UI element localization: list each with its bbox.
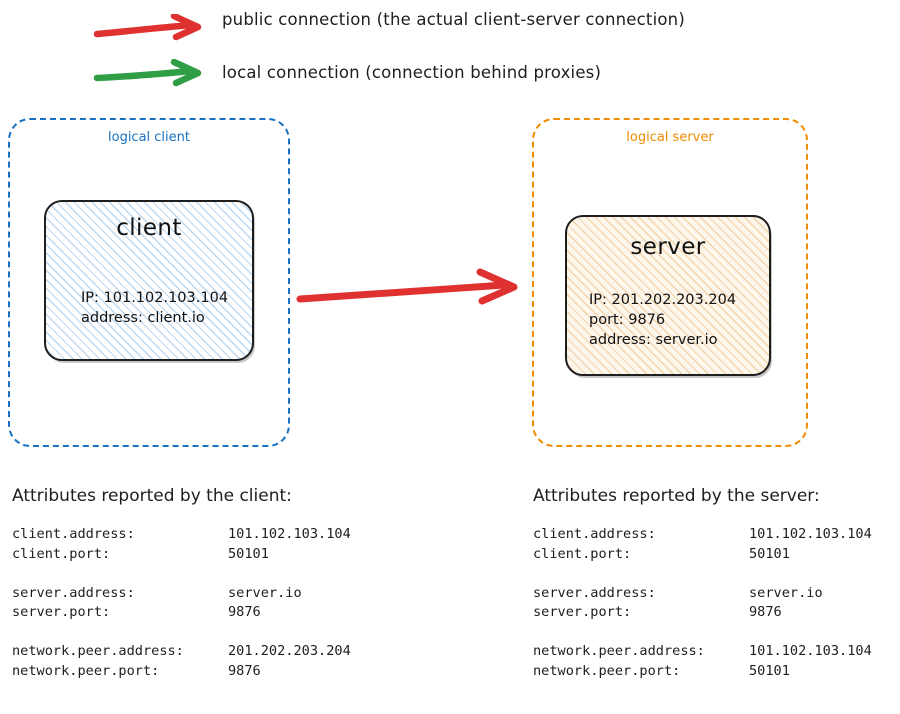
server-node[interactable]: server IP: 201.202.203.204 port: 9876 ad… [565,215,771,376]
attribute-key: client.address: [12,526,135,542]
attribute-group-spacer [12,564,351,584]
attribute-row: server.port: 9876 [12,603,351,623]
attribute-value: 9876 [228,662,261,679]
attribute-row: server.address: server.io [12,584,351,604]
attribute-row: client.port: 50101 [12,545,351,565]
public-connection-arrow-icon [292,262,532,326]
attribute-key: network.peer.port: [533,662,681,679]
client-node-details: IP: 101.102.103.104 address: client.io [81,290,229,326]
attribute-key: client.port: [12,545,111,562]
attribute-key: server.port: [12,604,111,620]
server-node-title: server [630,234,706,260]
logical-server-label: logical server [626,130,714,145]
attribute-row: network.peer.port: 9876 [12,662,351,682]
attribute-key: network.peer.address: [12,643,184,659]
attribute-value: 50101 [228,545,269,562]
server-attributes-table: client.address: 101.102.103.104 client.por… [533,525,872,681]
attribute-value: 101.102.103.104 [749,526,872,542]
attribute-key: network.peer.port: [12,662,160,679]
logical-client-group [8,118,290,447]
legend-public-label: public connection (the actual client-ser… [222,10,685,29]
legend-local-label: local connection (connection behind prox… [222,63,602,82]
attribute-value: 50101 [749,662,790,679]
legend-public-arrow-icon [92,12,212,50]
attribute-group-spacer [12,623,351,643]
attribute-row: client.port: 50101 [533,545,872,565]
client-attributes-table: client.address: 101.102.103.104 client.por… [12,525,351,681]
attribute-value: 201.202.203.204 [228,643,351,659]
attribute-row: server.address: server.io [533,584,872,604]
attribute-key: client.address: [533,526,656,542]
legend-local-arrow-icon [92,58,212,95]
attribute-key: server.port: [533,604,632,620]
attribute-value: 50101 [749,545,790,562]
attribute-value: server.io [749,584,823,601]
attribute-value: 9876 [749,604,782,620]
attribute-value: 9876 [228,604,261,620]
attribute-key: server.address: [533,584,656,601]
attribute-row: network.peer.address: 101.102.103.104 [533,642,872,662]
client-attributes-heading: Attributes reported by the client: [12,486,292,506]
attribute-row: network.peer.port: 50101 [533,662,872,682]
logical-server-group [532,118,808,447]
attribute-row: client.address: 101.102.103.104 [12,525,351,545]
attribute-row: client.address: 101.102.103.104 [533,525,872,545]
attribute-group-spacer [533,564,872,584]
client-node[interactable]: client IP: 101.102.103.104 address: clie… [44,200,254,361]
attribute-value: 101.102.103.104 [228,526,351,542]
logical-client-label: logical client [108,130,190,145]
attribute-key: client.port: [533,545,632,562]
attribute-key: network.peer.address: [533,643,705,659]
attribute-value: server.io [228,584,302,601]
attribute-row: network.peer.address: 201.202.203.204 [12,642,351,662]
attribute-value: 101.102.103.104 [749,643,872,659]
attribute-row: server.port: 9876 [533,603,872,623]
server-attributes-heading: Attributes reported by the server: [533,486,820,506]
attribute-key: server.address: [12,584,135,601]
client-node-title: client [116,215,182,241]
server-node-details: IP: 201.202.203.204 port: 9876 address: … [589,292,737,348]
attribute-group-spacer [533,623,872,643]
